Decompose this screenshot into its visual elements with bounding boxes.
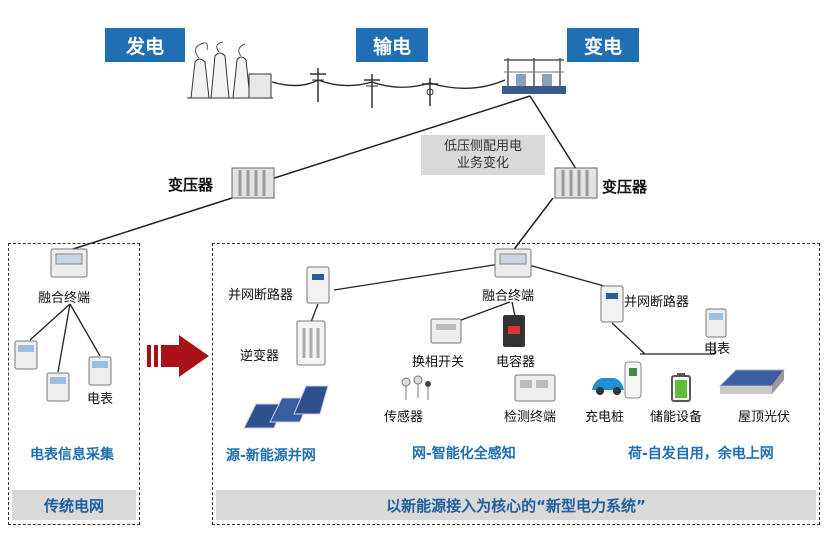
new-terminal-label: 融合终端	[482, 289, 535, 304]
transformer-right-label: 变压器	[602, 178, 648, 196]
header-generation: 发电	[105, 28, 185, 62]
monitor-terminal-icon	[514, 374, 556, 402]
header-substation: 变电	[567, 28, 639, 62]
phase-switch-label: 换相开关	[412, 355, 465, 370]
meter-icon	[46, 372, 70, 402]
storage-label: 储能设备	[650, 410, 703, 425]
header-transmission: 输电	[356, 28, 428, 62]
transformer-icon	[554, 167, 598, 199]
capacitor-icon	[503, 315, 525, 347]
inverter-label: 逆变器	[240, 349, 280, 364]
source-caption: 源-新能源并网	[226, 448, 316, 464]
meter-icon	[88, 356, 112, 386]
note-line-1: 低压侧配用电	[443, 139, 522, 154]
meter-icon	[705, 308, 727, 338]
right-breaker-label: 并网断路器	[624, 295, 690, 310]
load-caption: 荷-自发自用，余电上网	[628, 446, 774, 462]
grid-caption: 网-智能化全感知	[412, 446, 516, 462]
rooftop-pv-icon	[718, 369, 785, 394]
breaker-icon	[306, 266, 330, 304]
fusion-terminal-icon	[494, 248, 532, 278]
transmission-tower-icon	[364, 74, 380, 108]
right-meter-label: 电表	[704, 342, 731, 357]
electric-car-icon	[592, 378, 624, 395]
phase-switch-icon	[430, 318, 462, 344]
traditional-meter-label: 电表	[87, 392, 114, 407]
solar-panel-icon	[243, 385, 329, 429]
traditional-footer: 传统电网	[12, 490, 136, 520]
sensor-label: 传感器	[384, 410, 424, 425]
left-breaker-label: 并网断路器	[228, 288, 294, 303]
transmission-tower-icon	[422, 78, 438, 106]
traditional-terminal-label: 融合终端	[38, 291, 91, 306]
new-system-footer: 以新能源接入为核心的“新型电力系统”	[216, 490, 816, 520]
new-power-system-panel	[212, 243, 820, 525]
charging-pile-icon	[624, 361, 642, 399]
fusion-terminal-icon	[50, 248, 88, 278]
capacitor-label: 电容器	[496, 355, 536, 370]
substation-icon	[502, 58, 566, 94]
meter-icon	[14, 340, 38, 370]
rooftop-pv-label: 屋顶光伏	[738, 410, 791, 425]
charger-label: 充电桩	[585, 410, 625, 425]
transformer-left-label: 变压器	[168, 176, 214, 194]
breaker-icon	[600, 285, 624, 323]
transmission-tower-icon	[310, 68, 326, 102]
transformer-icon	[231, 167, 275, 199]
note-line-2: 业务变化	[456, 156, 509, 171]
traditional-caption: 电表信息采集	[30, 447, 114, 463]
traditional-grid-panel	[8, 243, 140, 525]
sensor-icon	[401, 375, 431, 400]
battery-icon	[671, 373, 691, 402]
monitor-terminal-label: 检测终端	[504, 410, 557, 425]
arrow-right-icon	[147, 335, 209, 377]
inverter-icon	[296, 320, 326, 366]
power-plant-icon	[187, 41, 273, 99]
business-change-note: 低压侧配用电 业务变化	[421, 135, 545, 175]
